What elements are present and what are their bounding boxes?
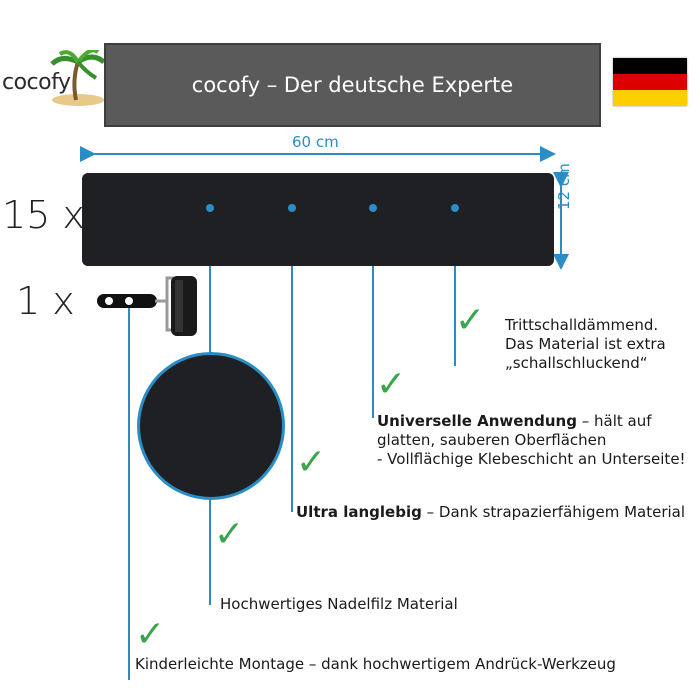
feature-line: „schallschluckend“ [505,354,648,372]
checkmark-icon: ✓ [296,442,327,483]
banner-title: cocofy – Der deutsche Experte [191,73,514,97]
feature-line: glatten, sauberen Oberflächen [377,431,607,449]
feature-title: Universelle Anwendung [377,412,577,430]
feature-title: Ultra langlebig [296,503,422,521]
feature-line: - Vollflächige Klebeschicht an Unterseit… [377,450,686,468]
felt-closeup-circle [137,352,285,500]
feature-needle-felt: Hochwertiges Nadelfilz Material [220,595,458,614]
feature-line: Das Material ist extra [505,335,666,353]
marker-dot [206,204,214,212]
palm-tree-icon [50,50,106,106]
feature-durable: Ultra langlebig – Dank strapazierfähigem… [296,503,685,522]
flag-stripe-gold [613,90,687,106]
brand-logo: cocofy [0,50,110,110]
feature-title: Hochwertiges Nadelfilz Material [220,595,458,613]
feature-title: Trittschalldämmend. [505,316,659,334]
marker-dot [288,204,296,212]
width-label: 60 cm [292,133,339,151]
marker-dot [369,204,377,212]
roller-icon [97,276,197,336]
checkmark-icon: ✓ [455,300,486,341]
checkmark-icon: ✓ [376,364,407,405]
feature-title: Kinderleichte Montage [135,655,305,673]
german-flag-icon [613,58,687,106]
flag-stripe-red [613,74,687,90]
pads-quantity: 15 x [2,193,85,237]
brand-name: cocofy [2,70,71,95]
checkmark-icon: ✓ [135,614,166,655]
roller-quantity: 1 x [16,279,75,323]
feature-soundproofing: Trittschalldämmend. Das Material ist ext… [505,316,666,373]
feature-rest: – hält auf [576,412,652,430]
feature-easy-install: Kinderleichte Montage – dank hochwertige… [135,655,616,674]
checkmark-icon: ✓ [214,514,245,555]
feature-rest: – Dank strapazierfähigem Material [421,503,686,521]
feature-universal: Universelle Anwendung – hält auf glatten… [377,412,686,469]
title-banner: cocofy – Der deutsche Experte [104,43,601,127]
flag-stripe-black [613,58,687,74]
marker-dot [451,204,459,212]
feature-rest: – dank hochwertigem Andrück-Werkzeug [304,655,616,673]
felt-strip [82,173,554,266]
